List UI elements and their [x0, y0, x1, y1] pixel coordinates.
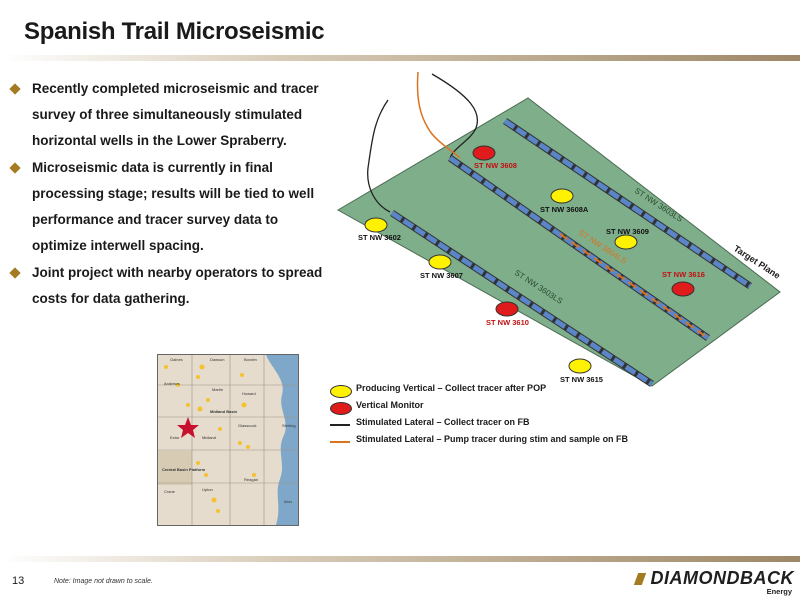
map-label: Sterling	[282, 423, 296, 428]
map-label: Crane	[164, 489, 176, 494]
bullet-list: Recently completed microseismic and trac…	[9, 76, 330, 313]
company-logo: DIAMONDBACK Energy	[633, 566, 796, 596]
map-label: Martin	[212, 387, 223, 392]
footer-rule	[0, 556, 800, 562]
well-path-orange	[416, 71, 461, 159]
map-label: Midland	[202, 435, 216, 440]
bullet-item: Recently completed microseismic and trac…	[9, 76, 330, 154]
well-producing-dot	[550, 188, 574, 204]
well-label: ST NW 3610	[486, 318, 529, 327]
bullet-item: Joint project with nearby operators to s…	[9, 260, 330, 312]
bullet-item: Microseismic data is currently in final …	[9, 155, 330, 259]
title-rule	[0, 55, 800, 61]
well-path-black	[431, 73, 478, 163]
well-monitor-dot	[671, 281, 695, 297]
map-label: Ector	[170, 435, 180, 440]
slide-title: Spanish Trail Microseismic	[24, 18, 325, 45]
yellow-dot-icon	[330, 385, 352, 398]
map-label: Reagan	[244, 477, 258, 482]
inset-map: Gaines Dawson Borden Andrews Martin Howa…	[157, 354, 299, 526]
black-line-icon	[330, 424, 350, 426]
map-label: Borden	[244, 357, 257, 362]
map-label: Andrews	[164, 381, 180, 386]
map-label: Dawson	[210, 357, 224, 362]
well-label: ST NW 3616	[662, 270, 705, 279]
well-monitor-dot	[495, 301, 519, 317]
map-label: Glasscock	[238, 423, 256, 428]
red-dot-icon	[330, 402, 352, 415]
well-label: ST NW 3607	[420, 271, 463, 280]
well-label: ST NW 3608	[474, 161, 517, 170]
well-label: ST NW 3602	[358, 233, 401, 242]
well-label: ST NW 3608A	[540, 205, 589, 214]
well-producing-dot	[428, 254, 452, 270]
map-label: Gaines	[170, 357, 183, 362]
map-label: Central Basin Platform	[162, 467, 206, 472]
well-label: ST NW 3609	[606, 227, 649, 236]
map-label: Midland Basin	[210, 409, 238, 414]
map-label: Upton	[202, 487, 213, 492]
map-label: Irion	[284, 499, 292, 504]
well-path-black	[367, 99, 391, 213]
orange-line-icon	[330, 441, 350, 443]
well-label: ST NW 3615	[560, 375, 603, 384]
well-producing-dot	[568, 358, 592, 374]
page-number: 13	[12, 575, 25, 587]
inset-map-graphic	[158, 355, 298, 525]
logo-mark-icon	[633, 573, 647, 585]
well-monitor-dot	[472, 145, 496, 161]
footnote: Note: Image not drawn to scale.	[54, 578, 153, 585]
lateral-bottom-segments	[390, 210, 654, 387]
well-producing-dot	[364, 217, 388, 233]
lateral-top-segments	[503, 118, 752, 289]
target-plane	[336, 97, 781, 387]
well-producing-dot	[614, 234, 638, 250]
map-label: Howard	[242, 391, 256, 396]
inset-map-labels: Gaines Dawson Borden Andrews Martin Howa…	[162, 357, 296, 504]
lateral-middle-orange	[559, 233, 709, 339]
location-star-icon	[177, 417, 199, 438]
